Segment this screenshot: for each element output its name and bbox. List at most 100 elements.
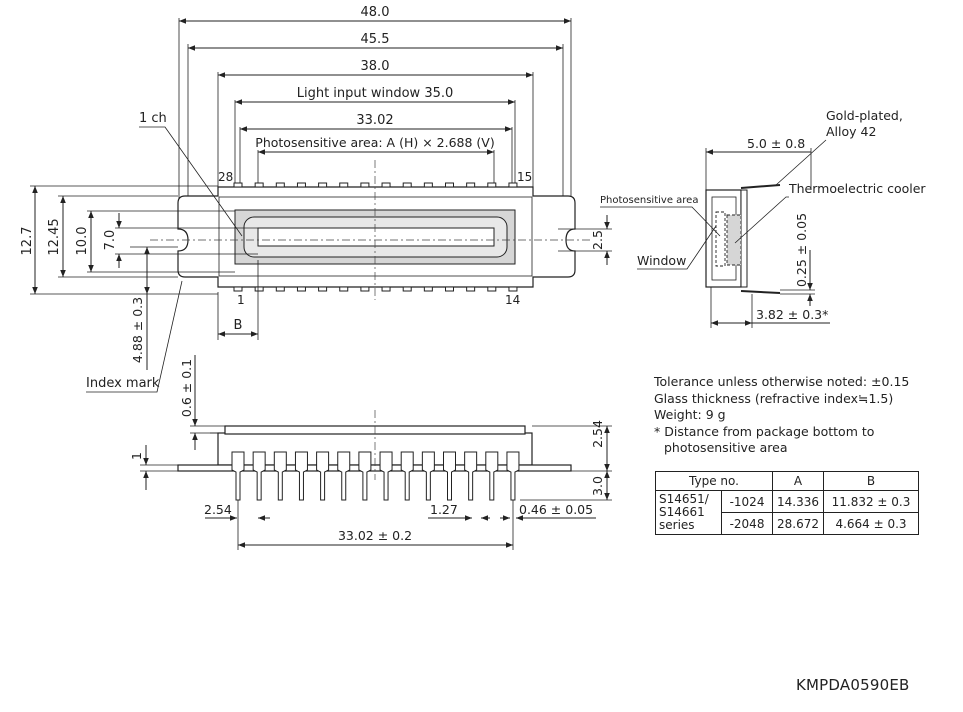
dim-2-54-left-label: 2.54 (204, 502, 232, 517)
note-line: photosensitive area (664, 440, 788, 456)
dim-0-6-label: 0.6 ± 0.1 (179, 359, 194, 417)
lead-pin (485, 451, 499, 501)
pin (254, 182, 264, 188)
gold-plated-label-1: Gold-plated, (826, 108, 903, 123)
suffix-cell: -2048 (721, 512, 773, 535)
dim-4-88-label: 4.88 ± 0.3 (130, 297, 145, 363)
pin (423, 182, 433, 188)
note-line: * Distance from package bottom to (654, 423, 875, 439)
series-label-1: S14651/ (659, 492, 709, 506)
dim-1-27-label: 1.27 (430, 502, 458, 517)
side-view: 5.0 ± 0.8 Gold-plated, Alloy 42 Thermoel… (600, 108, 926, 328)
pin-28-label: 28 (218, 170, 233, 184)
table-header-b: B (823, 471, 919, 491)
notes-block: Tolerance unless otherwise noted: ±0.15 … (654, 374, 909, 457)
dim-0-46-label: 0.46 ± 0.05 (519, 502, 593, 517)
pin (423, 286, 433, 292)
suffix-cell: -1024 (721, 490, 773, 513)
photosensitive-area-label: Photosensitive area: A (H) × 2.688 (V) (255, 135, 494, 150)
pin (381, 182, 391, 188)
top-pins (233, 182, 518, 292)
lead-pin (506, 451, 520, 501)
type-table: Type no. A B S14651/ S14661 series -1024… (654, 471, 919, 535)
series-cell: S14651/ S14661 series (654, 490, 723, 535)
table-header-a: A (772, 471, 824, 491)
note-line: Glass thickness (refractive index≒1.5) (654, 390, 894, 406)
pin (402, 286, 412, 292)
photosensitive-area-side-label: Photosensitive area (600, 195, 698, 206)
dim-7-label: 7.0 (103, 230, 118, 251)
pin-15-label: 15 (517, 170, 532, 184)
pin (233, 182, 243, 188)
pin (360, 286, 370, 292)
lead-pin (443, 451, 456, 501)
thermoelectric-cooler-label: Thermoelectric cooler (788, 181, 926, 196)
pin-1-label: 1 (237, 293, 245, 307)
pin (445, 182, 454, 188)
pin (360, 182, 370, 188)
pin (339, 182, 349, 188)
pin (275, 286, 285, 292)
dim-2-54-right-label: 2.54 (590, 420, 605, 448)
pin (466, 286, 476, 292)
pin (296, 182, 306, 188)
front-view: 0.6 ± 0.1 1 2.54 3.0 2.54 1.27 0.46 ± 0.… (129, 355, 612, 550)
lead-pin (316, 451, 330, 501)
light-input-window-label: Light input window 35.0 (297, 86, 454, 101)
gold-plated-label-2: Alloy 42 (826, 124, 876, 139)
lead-pin (252, 451, 266, 501)
lead-pin (400, 451, 414, 501)
dim-33-02-tol-label: 33.02 ± 0.2 (338, 528, 412, 543)
dim-12-45-label: 12.45 (47, 218, 62, 255)
pin (445, 286, 454, 292)
pin (508, 182, 518, 188)
pin (402, 182, 412, 188)
front-pins (231, 451, 520, 501)
table-header-type: Type no. (655, 471, 773, 491)
pin (296, 286, 306, 292)
index-mark-label: Index mark (86, 376, 160, 391)
table-row: -2048 28.672 4.664 ± 0.3 (656, 512, 919, 535)
dim-12-7-label: 12.7 (20, 227, 35, 256)
dim-3-0-label: 3.0 (590, 476, 605, 496)
lead-pin (294, 451, 308, 501)
dim-1-label: 1 (129, 452, 144, 460)
lead-pin (464, 451, 478, 501)
pin (275, 182, 285, 188)
dim-b-label: B (234, 318, 243, 333)
pin (508, 286, 518, 292)
dim-5-0-label: 5.0 ± 0.8 (747, 136, 805, 151)
lead-pin (358, 451, 372, 501)
dim-3-82-label: 3.82 ± 0.3* (756, 307, 828, 322)
series-label-3: series (659, 518, 695, 532)
pin (318, 182, 328, 188)
dim-0-25-label: 0.25 ± 0.05 (794, 213, 809, 287)
lead-pin (379, 451, 393, 501)
dim-2-5-label: 2.5 (590, 230, 605, 250)
dim-48-label: 48.0 (361, 5, 390, 20)
lead-pin (273, 451, 287, 501)
dim-45-5-label: 45.5 (361, 32, 390, 47)
dim-33-02-label: 33.02 (356, 113, 393, 128)
document-id: KMPDA0590EB (796, 676, 910, 694)
pin (381, 286, 391, 292)
pin (233, 286, 243, 292)
pin-14-label: 14 (505, 293, 520, 307)
pin (487, 286, 497, 292)
lead-pin (337, 451, 351, 501)
a-cell: 28.672 (772, 512, 824, 535)
pin (466, 182, 476, 188)
pin (254, 286, 264, 292)
dim-10-label: 10.0 (75, 227, 90, 256)
a-cell: 14.336 (772, 490, 824, 513)
pin (318, 286, 328, 292)
window-label: Window (637, 253, 686, 268)
lead-pin (231, 451, 245, 501)
series-label-2: S14661 (659, 505, 705, 519)
note-line: Weight: 9 g (654, 407, 726, 423)
pin (339, 286, 349, 292)
top-view: 48.0 45.5 38.0 Light input window 35.0 3… (20, 5, 612, 393)
b-cell: 4.664 ± 0.3 (823, 512, 919, 535)
table-row: S14651/ S14661 series -1024 14.336 11.83… (654, 490, 919, 535)
b-cell: 11.832 ± 0.3 (823, 490, 919, 513)
